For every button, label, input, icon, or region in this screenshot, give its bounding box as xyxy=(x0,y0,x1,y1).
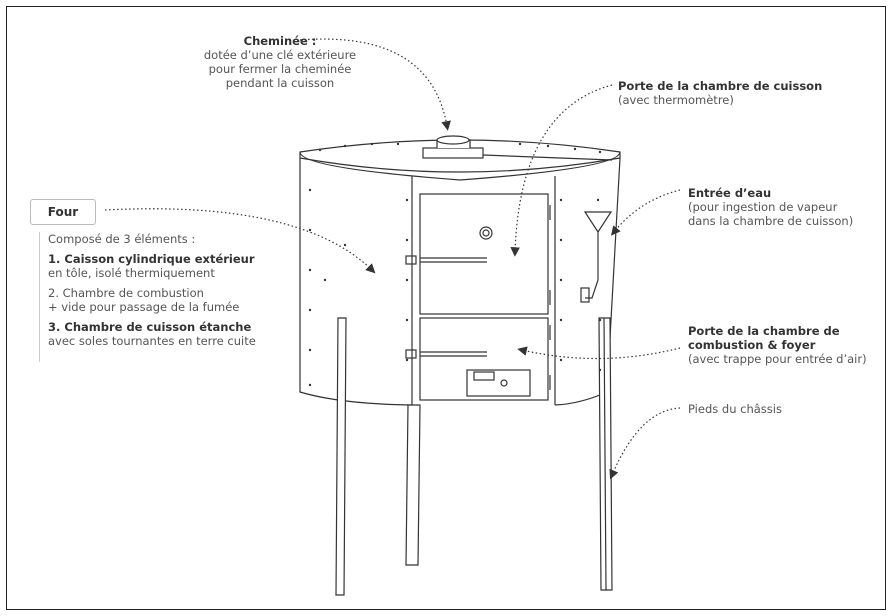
combustion-title1: Porte de la chambre de xyxy=(688,324,840,338)
combustion-door xyxy=(419,317,549,401)
leader-chimney xyxy=(299,38,451,131)
leg-center xyxy=(405,404,421,566)
leader-combustion xyxy=(517,346,681,360)
four-title: Four xyxy=(47,205,79,219)
leader-water xyxy=(610,189,681,236)
four-item-desc: en tôle, isolé thermiquement xyxy=(48,266,215,280)
combustion-title2: combustion & foyer xyxy=(688,338,816,352)
four-item-1: 1. Caisson cylindrique extérieur en tôle… xyxy=(48,252,348,280)
chimney-line2: pour fermer la cheminée xyxy=(208,62,352,76)
chimney-title: Cheminée : xyxy=(243,34,317,48)
cooking-door xyxy=(419,193,549,315)
rivets xyxy=(308,142,602,387)
leader-four xyxy=(104,208,376,274)
four-item-title: 3. Chambre de cuisson étanche xyxy=(48,320,252,334)
water-title: Entrée d’eau xyxy=(688,186,772,200)
four-item-2: 2. Chambre de combustion + vide pour pas… xyxy=(48,286,348,314)
feet-label: Pieds du châssis xyxy=(688,402,782,416)
air-trap xyxy=(466,369,531,397)
four-item-3: 3. Chambre de cuisson étanche avec soles… xyxy=(48,320,348,348)
four-item-title: 1. Caisson cylindrique extérieur xyxy=(48,252,255,266)
four-intro: Composé de 3 éléments : xyxy=(48,232,196,246)
four-item-desc: + vide pour passage de la fumée xyxy=(48,300,240,314)
cook-door-sub: (avec thermomètre) xyxy=(618,93,734,107)
combustion-door-label: Porte de la chambre de combustion & foye… xyxy=(688,324,867,366)
leg-left xyxy=(335,317,347,596)
cook-door-title: Porte de la chambre de cuisson xyxy=(618,79,823,93)
four-title-box: Four xyxy=(30,199,96,225)
water-funnel xyxy=(580,211,613,303)
chimney-line1: dotée d’une clé extérieure xyxy=(203,48,357,62)
water-line2: dans la chambre de cuisson) xyxy=(688,214,854,228)
chimney-label: Cheminée : dotée d’une clé extérieure po… xyxy=(145,34,415,90)
four-description: Composé de 3 éléments : 1. Caisson cylin… xyxy=(39,232,348,362)
four-item-title: 2. Chambre de combustion xyxy=(48,286,204,300)
cook-door-label: Porte de la chambre de cuisson (avec the… xyxy=(618,79,822,107)
feet-text: Pieds du châssis xyxy=(688,402,782,416)
diagram-frame xyxy=(6,6,886,610)
chimney-line3: pendant la cuisson xyxy=(225,76,335,90)
four-item-desc: avec soles tournantes en terre cuite xyxy=(48,334,256,348)
combustion-sub: (avec trappe pour entrée d’air) xyxy=(688,352,867,366)
water-label: Entrée d’eau (pour ingestion de vapeur d… xyxy=(688,186,853,228)
chimney-pipe xyxy=(422,135,613,161)
oven-lid xyxy=(299,139,621,181)
water-line1: (pour ingestion de vapeur xyxy=(688,200,838,214)
leader-feet xyxy=(609,407,681,480)
